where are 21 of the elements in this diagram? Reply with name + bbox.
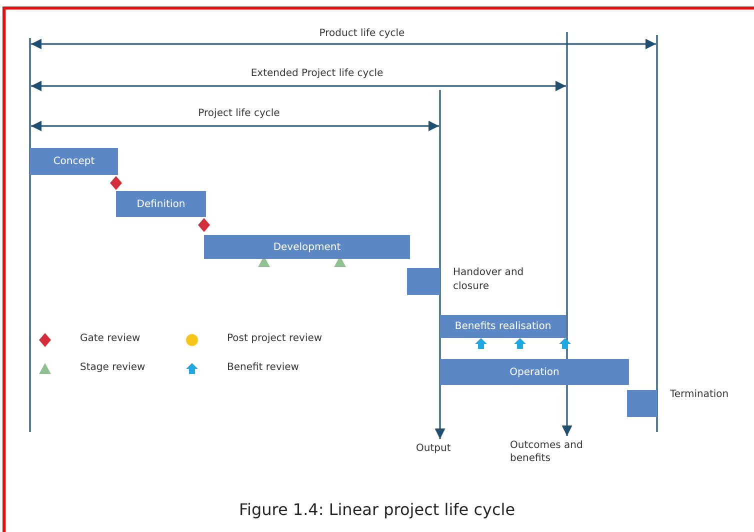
phase-bar: Definition [116, 191, 206, 217]
phase-bar: Concept [30, 148, 118, 175]
phase-bar [627, 390, 657, 417]
outcome-label: Output [416, 443, 466, 461]
legend-label: Benefit review [227, 362, 299, 373]
phase-bar [407, 268, 440, 295]
arrow [562, 32, 572, 436]
arrow [434, 90, 446, 439]
legend-label: Gate review [80, 333, 140, 344]
legend-label: Post project review [227, 333, 322, 344]
span-label: Product life cycle [317, 28, 407, 39]
phase-bar: Development [204, 235, 410, 259]
legend-label: Stage review [80, 362, 146, 373]
span-label: Project life cycle [196, 108, 282, 119]
outcome-label: Outcomes and benefits [510, 440, 584, 472]
phase-label: Handover and closure [453, 266, 525, 293]
phase-label: Termination [670, 388, 730, 402]
caption: Figure 1.4: Linear project life cycle [238, 500, 516, 519]
phase-bar: Operation [440, 359, 629, 385]
span-label: Extended Project life cycle [248, 68, 386, 79]
phase-bar: Benefits realisation [440, 315, 566, 338]
